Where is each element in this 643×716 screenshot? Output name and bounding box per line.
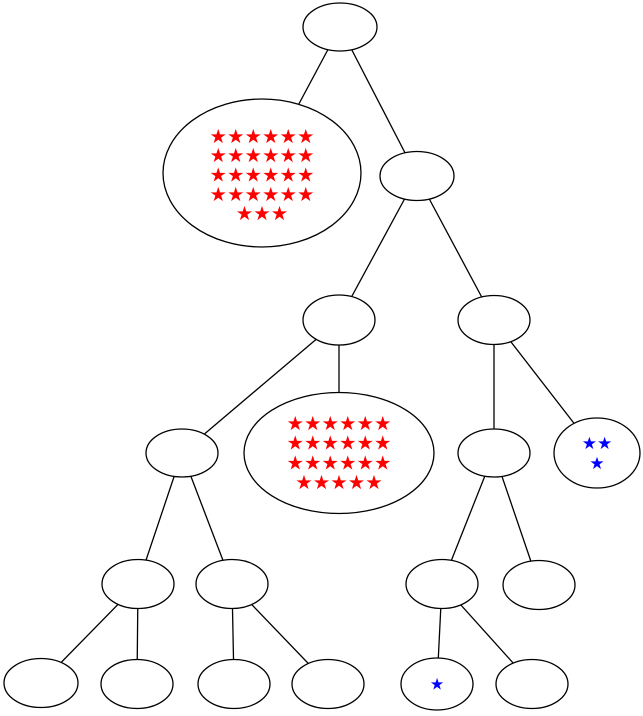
star-row-icon: ★★★★★ — [295, 471, 382, 494]
n-level5-b-ellipse — [195, 558, 269, 610]
n-level5-a-ellipse — [101, 558, 175, 610]
n-level3-left-node — [302, 294, 376, 346]
blue-star-leaf-ellipse — [400, 657, 474, 711]
n-level3-left-ellipse — [302, 294, 376, 346]
star-row-icon: ★★★★★★ — [287, 432, 392, 455]
red-cluster-large-node: ★★★★★★★★★★★★★★★★★★★★★★★★★★★ — [162, 98, 362, 248]
blue-cluster-node: ★★★ — [553, 417, 641, 489]
n-level5-c-ellipse — [405, 558, 479, 610]
star-row-icon: ★★★ — [236, 202, 288, 225]
star-row-icon: ★★★★★★ — [210, 125, 315, 148]
n-level3-right-ellipse — [457, 294, 531, 346]
n-level2-right-node — [379, 150, 455, 202]
leaf-5-ellipse — [495, 658, 569, 710]
red-cluster-large-ellipse — [162, 98, 362, 248]
n-level4-mid-node — [457, 428, 531, 478]
leaf-1-node — [3, 657, 79, 709]
edge-n-level3-left-to-n-level4-left — [181, 319, 340, 454]
n-level5-c-node — [405, 558, 479, 610]
leaf-3-node — [197, 658, 271, 710]
leaf-4-node — [291, 658, 365, 710]
star-row-icon: ★★★★★★ — [210, 164, 315, 187]
leaf-5-node — [495, 658, 569, 710]
n-level5-a-node — [101, 558, 175, 610]
root-ellipse — [302, 2, 378, 52]
n-level4-left-ellipse — [145, 428, 219, 478]
star-row-icon: ★★ — [582, 434, 612, 454]
leaf-3-ellipse — [197, 658, 271, 710]
blue-cluster-ellipse — [553, 417, 641, 489]
star-row-icon: ★ — [589, 454, 604, 474]
leaf-2-ellipse — [100, 658, 174, 710]
edge-root-to-n-level2-right — [339, 26, 418, 177]
red-cluster-small-node: ★★★★★★★★★★★★★★★★★★★★★★★ — [243, 391, 435, 515]
star-row-icon: ★★★★★★ — [287, 412, 392, 435]
edge-n-level2-right-to-n-level3-right — [416, 175, 495, 321]
leaf-1-ellipse — [3, 657, 79, 709]
blue-star-leaf-node: ★ — [400, 657, 474, 711]
leaf-2-node — [100, 658, 174, 710]
star-row-icon: ★★★★★★ — [210, 144, 315, 167]
n-level4-mid-ellipse — [457, 428, 531, 478]
star-row-icon: ★ — [430, 675, 444, 694]
red-cluster-small-ellipse — [243, 391, 435, 515]
n-level2-right-ellipse — [379, 150, 455, 202]
n-level4-left-node — [145, 428, 219, 478]
star-row-icon: ★★★★★★ — [287, 451, 392, 474]
leaf-4-ellipse — [291, 658, 365, 710]
root-node — [302, 2, 378, 52]
n-level5-b-node — [195, 558, 269, 610]
n-level3-right-node — [457, 294, 531, 346]
n-level5-d-ellipse — [502, 559, 576, 611]
n-level5-d-node — [502, 559, 576, 611]
star-row-icon: ★★★★★★ — [210, 183, 315, 206]
